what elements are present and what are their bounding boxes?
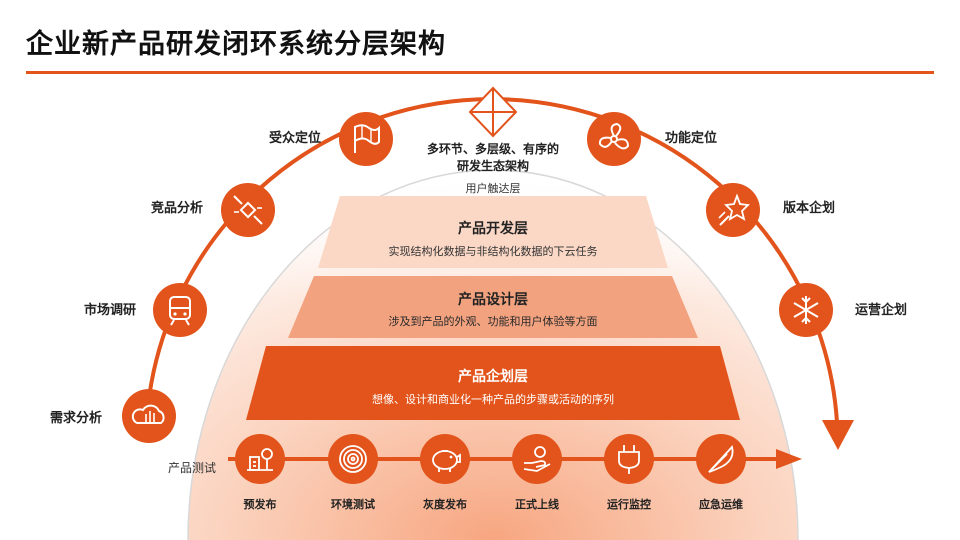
layer-title-development: 产品开发层 [458, 221, 528, 237]
layer-desc-development: 实现结构化数据与非结构化数据的下云任务 [388, 245, 598, 258]
center-heading-line1: 多环节、多层级、有序的 [426, 142, 559, 156]
arc-node-label: 市场调研 [83, 303, 136, 318]
page-title: 企业新产品研发闭环系统分层架构 [26, 29, 446, 60]
feather-icon [696, 434, 746, 484]
layer-title-design: 产品设计层 [458, 292, 528, 308]
satellite-icon [221, 183, 275, 237]
title-divider [26, 71, 934, 74]
spiral-icon [328, 434, 378, 484]
arc-node-label: 需求分析 [49, 411, 102, 426]
arc-arrowhead [822, 420, 854, 450]
piggy-bank-icon [420, 434, 470, 484]
layer-title-planning: 产品企划层 [458, 369, 528, 385]
testing-step-label: 应急运维 [699, 498, 743, 511]
layer-desc-planning: 想像、设计和商业化一种产品的步骤或活动的序列 [372, 393, 614, 406]
layer-band-design [288, 276, 698, 338]
arc-node-label: 功能定位 [665, 131, 718, 146]
flag-icon [339, 112, 393, 166]
fan-icon [587, 112, 641, 166]
testing-step-label: 运行监控 [607, 498, 651, 511]
testing-step-label: 预发布 [243, 498, 277, 511]
layer-band-development [318, 196, 668, 268]
dome-outline [187, 169, 799, 540]
hand-coin-icon [512, 434, 562, 484]
layer-desc-design: 涉及到产品的外观、功能和用户体验等方面 [388, 315, 598, 328]
testing-flow-arrowhead [776, 449, 802, 469]
testing-step-label: 正式上线 [515, 498, 559, 511]
arc-node-label: 受众定位 [268, 131, 321, 146]
snowflake-icon [779, 283, 833, 337]
arc-node-label: 版本企划 [783, 201, 836, 216]
cloud-icon [122, 389, 176, 443]
center-heading-line2: 研发生态架构 [456, 159, 529, 173]
plug-icon [604, 434, 654, 484]
arc-node-label: 运营企划 [855, 303, 908, 318]
touch-layer-label: 用户触达层 [465, 182, 521, 195]
shooting-star-icon [706, 183, 760, 237]
testing-step-label: 灰度发布 [423, 498, 467, 511]
testing-step-label: 环境测试 [331, 498, 375, 511]
city-icon [235, 434, 285, 484]
testing-label: 产品测试 [167, 461, 216, 475]
layer-band-planning [246, 346, 740, 420]
diamond-icon [468, 86, 518, 138]
arc-node-label: 竞品分析 [150, 201, 203, 216]
train-icon [153, 283, 207, 337]
